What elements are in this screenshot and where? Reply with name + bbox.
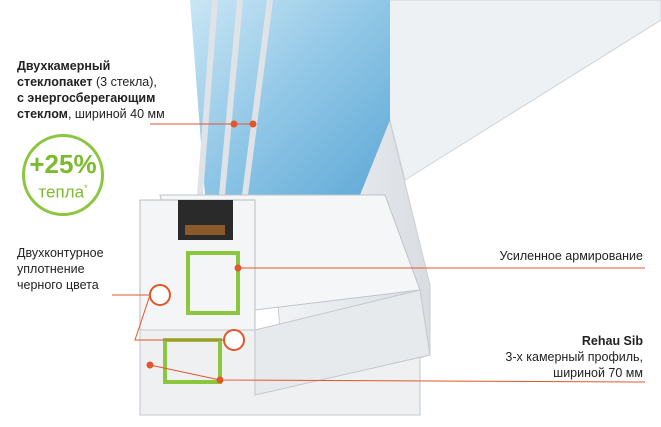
callout-dot-1 [230,120,238,128]
profile-slope [254,289,431,396]
warmth-label-text: тепла [38,182,85,202]
callout-dot-2 [249,120,257,128]
callout-dot-4 [146,361,154,369]
glass-spacer-3 [242,0,273,196]
seal-line3: черного цвета [17,278,99,292]
profile-line1: 3-х камерный профиль, [505,350,643,364]
glass-spacer-2 [219,0,243,196]
glass-line2-rest: (3 стекла), [92,75,157,89]
glass-line4-bold: стеклом [17,107,68,121]
seal-callout: Двухконтурное уплотнение черного цвета [17,245,167,293]
warmth-footnote-mark: * [84,183,88,193]
glass-line4-rest: , шириной 40 мм [67,107,165,121]
seal-line2: уплотнение [17,262,85,276]
warmth-label: тепла* [25,178,101,203]
glass-spacer-1 [197,0,218,196]
callout-line-seal [112,294,224,341]
callout-dot-5 [216,376,224,384]
profile-line2: шириной 70 мм [553,366,643,380]
profile-title: Rehau Sib [581,334,643,348]
glass-pane [190,0,390,195]
glass-line1: Двухкамерный [17,59,111,73]
profile-callout: Rehau Sib 3-х камерный профиль, шириной … [505,333,643,381]
reinforcement-label: Усиленное армирование [499,249,643,263]
seal-marker-2 [223,329,245,351]
warmth-percent: +25% [29,149,97,179]
reinforcement-callout: Усиленное армирование [500,248,643,264]
seal-line1: Двухконтурное [17,246,104,260]
frame-top-edge [359,0,661,181]
warmth-badge: +25% тепла* [22,134,104,216]
glass-line3: с энергосберегающим [17,91,156,105]
glass-line2-bold: стеклопакет [17,75,93,89]
glazing-bead-inner [185,225,225,235]
reinforcement-upper [186,251,240,315]
glass-callout: Двухкамерный стеклопакет (3 стекла), с э… [17,58,217,122]
callout-dot-3 [234,264,242,272]
